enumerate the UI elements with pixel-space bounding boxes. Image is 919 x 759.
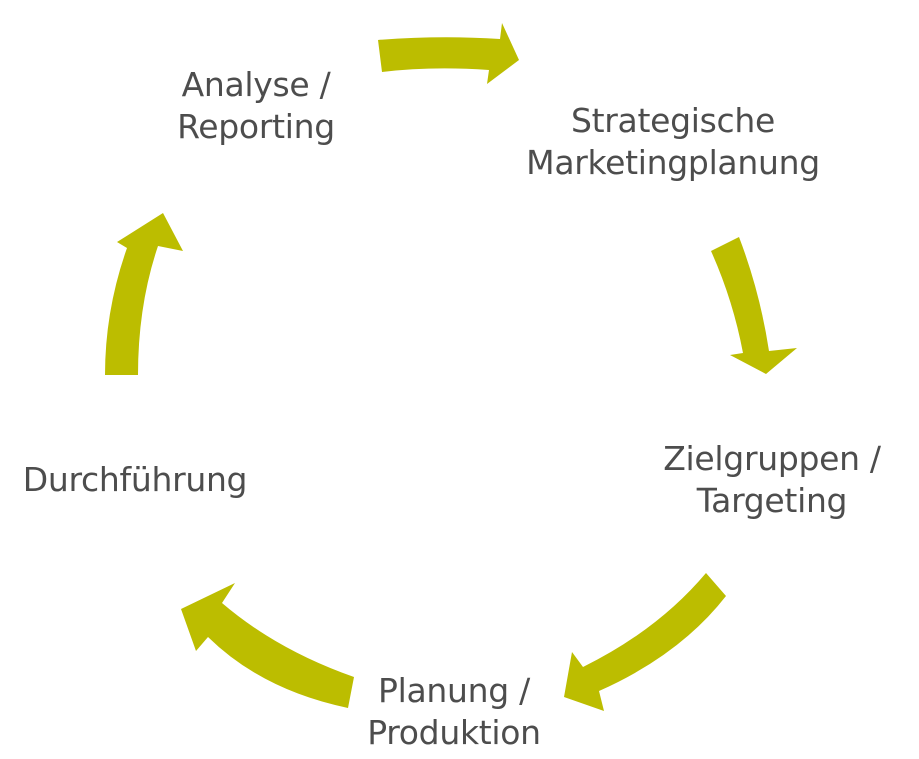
cycle-arrow-4 [181,583,354,708]
step-line: Durchführung [22,460,248,499]
step-line: Targeting [696,481,848,520]
step-line: Planung / [378,671,530,710]
step-line: Analyse / [181,65,331,104]
step-line: Produktion [367,713,541,752]
step-line: Reporting [177,107,335,146]
step-analyse-reporting: Analyse / Reporting [177,64,335,148]
cycle-arrow-5 [105,213,183,375]
cycle-arrow-1 [378,23,519,84]
cycle-arrow-2 [711,237,797,374]
cycle-arrow-3 [564,573,726,711]
step-zielgruppen-targeting: Zielgruppen / Targeting [663,438,881,522]
step-line: Zielgruppen / [663,439,881,478]
step-durchfuehrung: Durchführung [22,459,248,501]
step-strategische-marketingplanung: Strategische Marketingplanung [526,100,820,184]
step-line: Strategische [570,101,775,140]
step-line: Marketingplanung [526,143,820,182]
step-planung-produktion: Planung / Produktion [367,670,541,754]
